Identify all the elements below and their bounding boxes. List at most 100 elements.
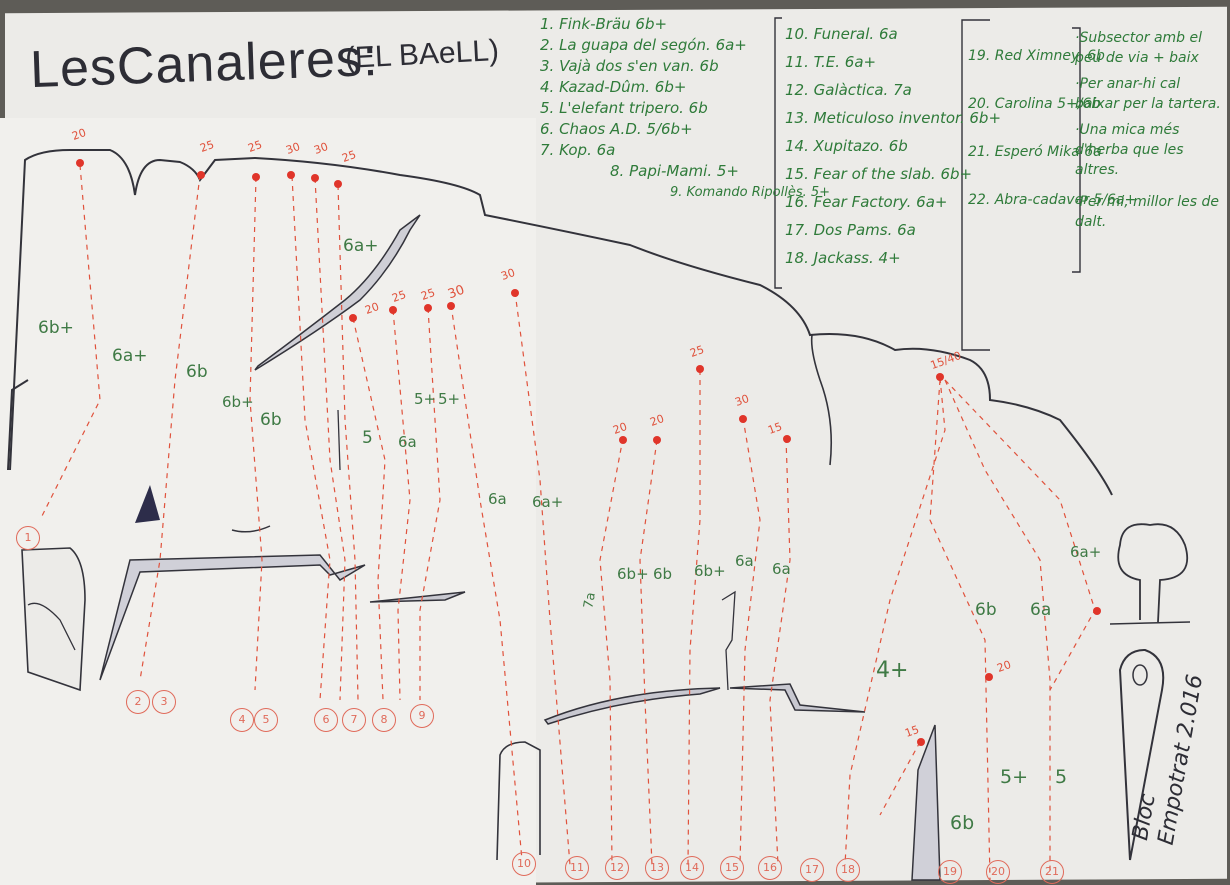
signature-drawing xyxy=(1118,648,1165,861)
bracket-3 xyxy=(1072,27,1081,273)
crag-outline xyxy=(9,149,1113,496)
diagonal-roof xyxy=(254,214,421,371)
grade-label: 4+ xyxy=(876,658,909,683)
legend-item: 2. La guapa del segón. 6a+ xyxy=(540,36,747,54)
legend-item: 10. Funeral. 6a xyxy=(785,25,898,43)
legend-col-2: 10. Funeral. 6a 11. T.E. 6a+ 12. Galàcti… xyxy=(785,20,1001,272)
grade-label: 6a+ xyxy=(112,346,148,366)
grade-label: 5 xyxy=(362,428,373,448)
grade-label: 6a xyxy=(1030,600,1052,620)
grade-label: 6a+ xyxy=(532,493,564,511)
grade-label: 6b xyxy=(186,362,208,382)
bracket-2 xyxy=(961,19,990,351)
anchor-dots xyxy=(76,159,1101,746)
grade-label: 6a xyxy=(772,560,791,578)
bracket-1 xyxy=(774,17,782,289)
route-number: 4 xyxy=(230,708,254,732)
route-number: 12 xyxy=(605,856,629,880)
route-number: 11 xyxy=(565,856,589,880)
note-item: ·Per mi, millor les de dalt. xyxy=(1075,194,1219,230)
route-number: 1 xyxy=(16,526,40,550)
route-number: 8 xyxy=(372,708,396,732)
notes: ·Subsector amb el peu de via + baix ·Per… xyxy=(1075,28,1225,232)
legend-item: 4. Kazad-Dûm. 6b+ xyxy=(540,78,687,96)
legend-item: 5. L'elefant tripero. 6b xyxy=(540,99,708,117)
route-number: 16 xyxy=(758,856,782,880)
paper-sheet-front xyxy=(0,118,536,885)
crag-crack xyxy=(337,409,341,471)
legend-item: 22. Abra-cadaver 5/6a+ xyxy=(968,192,1137,208)
legend-item: 14. Xupitazo. 6b xyxy=(785,137,908,155)
legend-item: 11. T.E. 6a+ xyxy=(785,53,877,71)
legend-item: 19. Red Ximney. 6b xyxy=(968,48,1105,64)
legend-item: 13. Meticuloso inventor. 6b+ xyxy=(785,109,1002,127)
grade-label: 6b xyxy=(975,600,997,620)
grade-label: 6b+ xyxy=(38,318,74,338)
legend-item: 16. Fear Factory. 6a+ xyxy=(785,193,948,211)
route-lines xyxy=(39,164,1096,881)
route-number: 19 xyxy=(938,860,962,884)
legend-item: 6. Chaos A.D. 5/6b+ xyxy=(540,120,693,138)
grade-label: 6b xyxy=(950,812,975,834)
grade-label: 6b xyxy=(653,565,673,583)
legend-item: 3. Vajà dos s'en van. 6b xyxy=(540,57,719,75)
grade-label: 7a xyxy=(581,591,599,610)
legend-item: 8. Papi-Mami. 5+ xyxy=(610,162,739,180)
grade-label: 6a xyxy=(398,433,417,451)
legend-item: 9. Komando Ripollès. 5+ xyxy=(670,185,831,200)
tree-icon xyxy=(1109,523,1191,625)
chimney-crack xyxy=(721,590,736,691)
grade-label: 6a xyxy=(735,552,754,570)
legend-item: 15. Fear of the slab. 6b+ xyxy=(785,165,973,183)
route-number: 20 xyxy=(986,860,1010,884)
grade-label: 6b+ xyxy=(694,562,726,580)
route-number: 18 xyxy=(836,858,860,882)
note-item: ·Subsector amb el peu de via + baix xyxy=(1075,30,1203,66)
ledge-middle xyxy=(543,687,721,725)
block-left xyxy=(135,485,160,523)
route-number: 9 xyxy=(410,704,434,728)
route-number: 7 xyxy=(342,708,366,732)
grade-label: 5 xyxy=(1055,766,1068,788)
grade-label: 6a+ xyxy=(343,236,379,256)
legend-col-3: 19. Red Ximney. 6b 20. Carolina 5+/6b 21… xyxy=(968,32,1136,224)
ledge-right xyxy=(729,683,866,713)
grade-label: 6b xyxy=(260,410,282,430)
route-number: 6 xyxy=(314,708,338,732)
legend-item: 20. Carolina 5+/6b xyxy=(968,96,1101,112)
route-number: 3 xyxy=(152,690,176,714)
grade-label: 5+ xyxy=(414,390,437,408)
note-item: ·Una mica més d'herba que les altres. xyxy=(1075,122,1184,178)
route-number: 21 xyxy=(1040,860,1064,884)
legend-item: 21. Esperó Mika 6a xyxy=(968,144,1102,160)
note-item: ·Per anar-hi cal baixar per la tartera. xyxy=(1075,76,1221,112)
grade-label: 5+ xyxy=(438,390,461,408)
ledge-left xyxy=(99,554,366,681)
route-number: 2 xyxy=(126,690,150,714)
route-number: 17 xyxy=(800,858,824,882)
boulder-bottom xyxy=(496,741,541,861)
grade-label: 5+ xyxy=(1000,766,1029,788)
legend-item: 1. Fink-Bräu 6b+ xyxy=(540,15,668,33)
pillar xyxy=(911,724,941,881)
route-number: 15 xyxy=(720,856,744,880)
page-title: LesCanaleres: xyxy=(29,28,380,100)
ledge-small xyxy=(369,591,466,603)
legend-col-1: 1. Fink-Bräu 6b+ 2. La guapa del segón. … xyxy=(540,14,830,203)
grade-label: 6b+ xyxy=(222,393,254,411)
grade-label: 6a+ xyxy=(1070,543,1102,561)
grade-label: 6a xyxy=(488,490,507,508)
route-number: 13 xyxy=(645,856,669,880)
overhang-mark xyxy=(231,525,271,533)
grade-label: 6b+ xyxy=(617,565,649,583)
legend-item: 12. Galàctica. 7a xyxy=(785,81,912,99)
crag-left-edge xyxy=(7,379,29,471)
legend-item: 17. Dos Pams. 6a xyxy=(785,221,916,239)
route-number: 5 xyxy=(254,708,278,732)
crag-right-edge xyxy=(810,334,833,466)
legend-item: 7. Kop. 6a xyxy=(540,141,616,159)
route-number: 10 xyxy=(512,852,536,876)
legend-item: 18. Jackass. 4+ xyxy=(785,249,901,267)
